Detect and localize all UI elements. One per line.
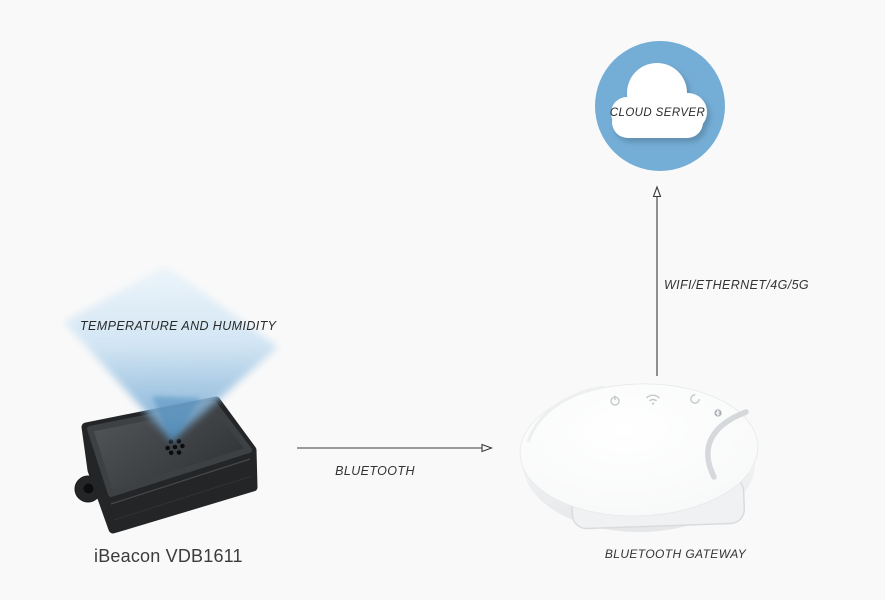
beacon-vent-dots: [165, 438, 185, 456]
cloud-server-node: [595, 41, 725, 171]
bluetooth-gateway-device: [519, 383, 759, 532]
beacon-seam: [110, 458, 251, 505]
sensor-beam: [64, 266, 278, 442]
sync-icon: [690, 394, 700, 404]
gateway-edge-highlight: [526, 385, 605, 443]
gateway-crescent-groove: [705, 409, 749, 480]
wifi-icon: [646, 394, 660, 405]
gateway-label: BLUETOOTH GATEWAY: [604, 547, 747, 561]
cloud-server-label: CLOUD SERVER: [609, 107, 706, 119]
ibeacon-device: [74, 396, 258, 534]
power-icon: [610, 395, 620, 406]
bluetooth-link-arrow: [297, 443, 494, 453]
beam-label: TEMPERATURE AND HUMIDITY: [80, 319, 277, 333]
beacon-lip-seam: [113, 475, 253, 521]
gateway-top-disc: [519, 383, 759, 517]
uplink-arrow: [652, 185, 662, 376]
gateway-indicators: [610, 394, 722, 417]
bluetooth-icon: [714, 409, 722, 417]
bluetooth-link-label: BLUETOOTH: [335, 464, 415, 478]
beacon-model-label: iBeacon VDB1611: [94, 546, 243, 566]
cloud-icon: [611, 63, 707, 138]
uplink-label: WIFI/ETHERNET/4G/5G: [663, 278, 810, 292]
